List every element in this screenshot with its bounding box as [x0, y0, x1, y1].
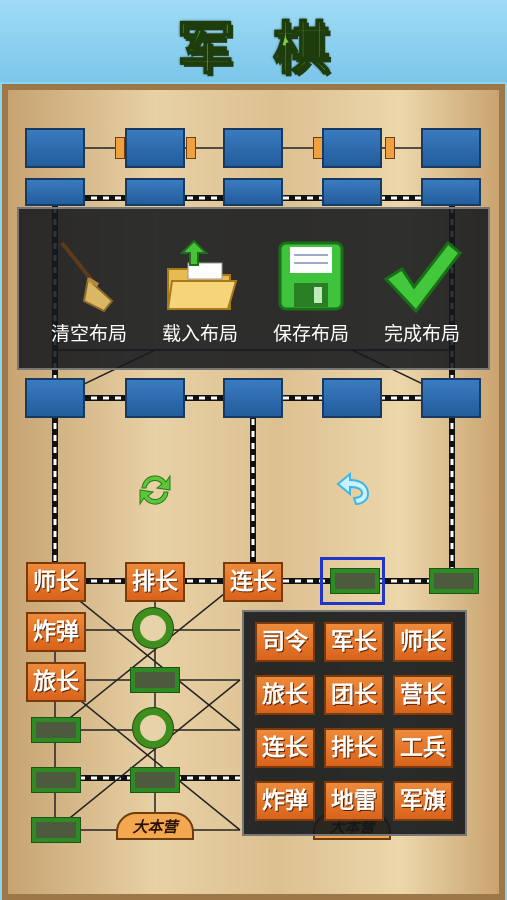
- placed-piece[interactable]: 师长: [26, 562, 86, 602]
- enemy-slot: [25, 128, 85, 168]
- picker-piece[interactable]: 排长: [324, 728, 384, 768]
- picker-piece[interactable]: 工兵: [393, 728, 453, 768]
- picker-piece[interactable]: 旅长: [255, 675, 315, 715]
- broom-icon: [60, 241, 114, 313]
- load-layout-button[interactable]: 载入布局: [150, 239, 250, 359]
- empty-slot[interactable]: [331, 569, 379, 593]
- placed-piece[interactable]: 旅长: [26, 662, 86, 702]
- connector-pin: [385, 137, 395, 159]
- enemy-slot: [421, 178, 481, 206]
- headquarters-label: 大本营: [116, 812, 194, 840]
- picker-piece[interactable]: 团长: [324, 675, 384, 715]
- connector-pin: [115, 137, 125, 159]
- enemy-slot: [421, 128, 481, 168]
- placed-piece[interactable]: 排长: [125, 562, 185, 602]
- empty-slot[interactable]: [32, 718, 80, 742]
- placed-piece[interactable]: 连长: [223, 562, 283, 602]
- enemy-slot: [223, 178, 283, 206]
- piece-picker: 司令 军长 师长 旅长 团长 营长 连长 排长 工兵 炸弹 地雷 军旗: [242, 610, 467, 836]
- picker-piece[interactable]: 营长: [393, 675, 453, 715]
- load-layout-label: 载入布局: [161, 323, 238, 345]
- empty-slot[interactable]: [430, 569, 478, 593]
- finish-layout-button[interactable]: 完成布局: [372, 239, 472, 359]
- finish-layout-label: 完成布局: [383, 323, 460, 345]
- enemy-slot: [421, 378, 481, 418]
- empty-slot[interactable]: [131, 768, 179, 792]
- picker-piece[interactable]: 军旗: [393, 781, 453, 821]
- camp-circle[interactable]: [133, 708, 173, 748]
- camp-circle[interactable]: [133, 608, 173, 648]
- picker-piece[interactable]: 连长: [255, 728, 315, 768]
- picker-piece[interactable]: 司令: [255, 622, 315, 662]
- picker-piece[interactable]: 炸弹: [255, 781, 315, 821]
- clear-layout-label: 清空布局: [50, 323, 127, 345]
- empty-slot[interactable]: [131, 668, 179, 692]
- folder-icon: [166, 239, 238, 310]
- enemy-slot: [125, 128, 185, 168]
- placed-piece[interactable]: 炸弹: [26, 612, 86, 652]
- checkmark-icon: [383, 240, 462, 314]
- selected-slot-highlight: [320, 557, 385, 605]
- save-layout-label: 保存布局: [272, 323, 349, 345]
- empty-slot[interactable]: [32, 768, 80, 792]
- enemy-slot: [223, 128, 283, 168]
- enemy-slot: [223, 378, 283, 418]
- title-bar: 军棋: [0, 0, 507, 83]
- picker-piece[interactable]: 地雷: [324, 781, 384, 821]
- page-title: 军棋: [177, 16, 370, 83]
- refresh-icon[interactable]: [136, 472, 174, 508]
- undo-icon[interactable]: [334, 470, 372, 506]
- enemy-slot: [125, 378, 185, 418]
- connector-pin: [186, 137, 196, 159]
- save-layout-button[interactable]: 保存布局: [261, 239, 361, 359]
- layout-menu: 清空布局 载入布局 保存布局 完成布局: [17, 207, 490, 370]
- enemy-slot: [25, 378, 85, 418]
- clear-layout-button[interactable]: 清空布局: [39, 239, 139, 359]
- floppy-disk-icon: [278, 241, 344, 311]
- picker-piece[interactable]: 师长: [393, 622, 453, 662]
- enemy-slot: [322, 128, 382, 168]
- enemy-slot: [322, 178, 382, 206]
- enemy-slot: [322, 378, 382, 418]
- empty-slot[interactable]: [32, 818, 80, 842]
- enemy-slot: [125, 178, 185, 206]
- enemy-slot: [25, 178, 85, 206]
- picker-piece[interactable]: 军长: [324, 622, 384, 662]
